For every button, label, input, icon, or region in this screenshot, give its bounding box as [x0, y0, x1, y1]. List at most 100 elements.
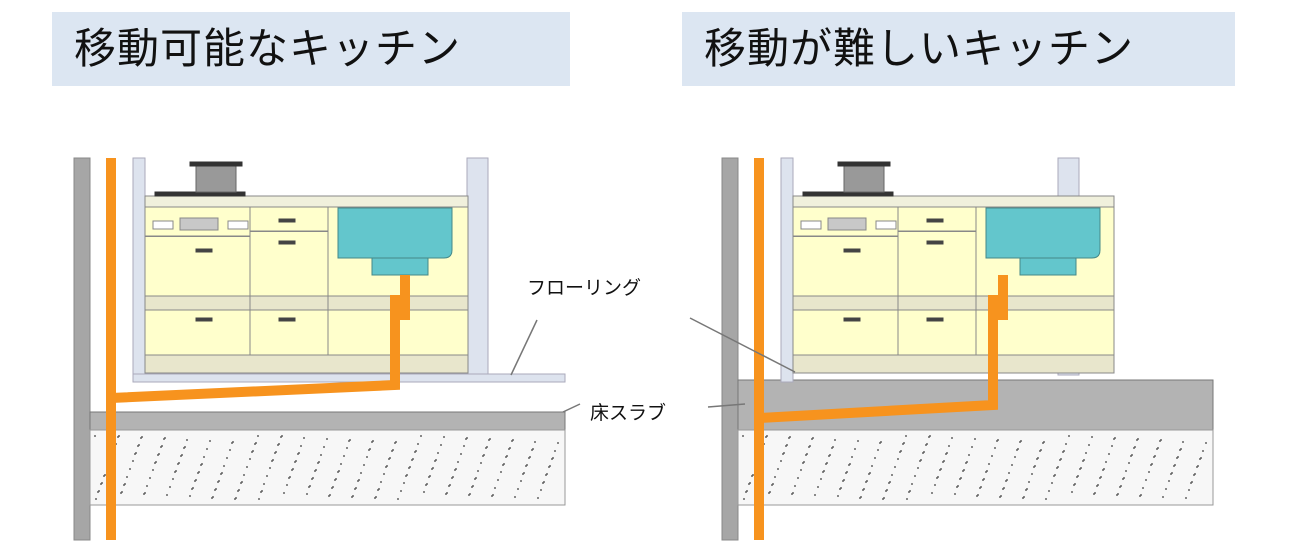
gravel-dot	[860, 496, 862, 498]
gravel-layer	[89, 429, 566, 506]
oven-panel	[179, 217, 219, 231]
gravel-dot	[332, 486, 334, 488]
gravel-dot	[355, 487, 357, 489]
gravel-dot	[494, 487, 496, 489]
gravel-dot	[146, 485, 148, 487]
gravel-dot	[309, 485, 311, 487]
gravel-dot	[994, 447, 996, 449]
gravel-dot	[1117, 493, 1119, 495]
gravel-dot	[303, 437, 305, 439]
drawer-handle	[926, 218, 944, 223]
gravel-dot	[529, 456, 531, 458]
gravel-dot	[221, 472, 223, 474]
gravel-dot	[286, 484, 288, 486]
gravel-dot	[412, 458, 414, 460]
slab-leader-left	[562, 403, 581, 413]
gravel-dot	[820, 478, 822, 480]
gravel-dot	[363, 464, 365, 466]
gravel-dot	[823, 470, 825, 472]
gravel-dot	[903, 442, 905, 444]
gravel-dot	[1114, 437, 1116, 439]
gravel-dot	[1097, 484, 1099, 486]
gravel-dot	[866, 480, 868, 482]
gravel-dot	[406, 474, 408, 476]
gravel-dot	[192, 487, 194, 489]
gravel-dot	[991, 455, 993, 457]
gravel-dot	[891, 474, 893, 476]
gravel-dot	[554, 450, 556, 452]
gravel-dot	[886, 489, 888, 491]
gravel-dot	[323, 446, 325, 448]
gravel-dot	[1017, 448, 1019, 450]
plinth	[792, 354, 1115, 374]
gravel-dot	[446, 492, 448, 494]
gravel-dot	[320, 454, 322, 456]
gravel-dot	[889, 481, 891, 483]
slab-label: 床スラブ	[590, 402, 667, 424]
gravel-dot	[489, 438, 491, 440]
stove-top	[154, 191, 246, 197]
gravel-dot	[917, 467, 919, 469]
stove-top	[802, 191, 894, 197]
gravel-dot	[988, 463, 990, 465]
gravel-dot	[1023, 496, 1025, 498]
gravel-dot	[423, 491, 425, 493]
gravel-dot	[937, 476, 939, 478]
gravel-dot	[897, 458, 899, 460]
gravel-dot	[1140, 494, 1142, 496]
gravel-dot	[455, 468, 457, 470]
gravel-dot	[1194, 473, 1196, 475]
gravel-dot	[1145, 479, 1147, 481]
gravel-dot	[149, 477, 151, 479]
gravel-dot	[249, 458, 251, 460]
gravel-dot	[926, 443, 928, 445]
gravel-dot	[300, 445, 302, 447]
fixed-kitchen-diagram	[721, 157, 1214, 541]
pot	[843, 165, 885, 193]
flooring-leader-left	[510, 319, 538, 376]
gravel-dot	[943, 460, 945, 462]
gravel-dot	[164, 437, 166, 439]
gravel-dot	[252, 450, 254, 452]
gravel-dot	[477, 470, 479, 472]
gravel-dot	[166, 494, 168, 496]
gravel-dot	[977, 494, 979, 496]
gravel-dot	[500, 471, 502, 473]
gravel-dot	[181, 454, 183, 456]
gravel-dot	[226, 457, 228, 459]
gravel-dot	[138, 444, 140, 446]
gravel-dot	[223, 465, 225, 467]
gravel-dot	[1120, 485, 1122, 487]
gravel-dot	[358, 479, 360, 481]
gravel-dot	[906, 498, 908, 500]
gravel-dot	[380, 481, 382, 483]
gravel-dot	[963, 469, 965, 471]
gravel-dot	[832, 446, 834, 448]
gravel-dot	[383, 473, 385, 475]
gravel-dot	[1134, 446, 1136, 448]
gravel-dot	[161, 445, 163, 447]
gravel-dot	[974, 438, 976, 440]
gravel-dot	[1077, 475, 1079, 477]
gravel-dot	[275, 451, 277, 453]
gravel-dot	[792, 492, 794, 494]
gravel-dot	[129, 468, 131, 470]
gravel-dot	[326, 438, 328, 440]
gravel-dot	[440, 444, 442, 446]
left-post	[780, 157, 794, 383]
gravel-dot	[923, 451, 925, 453]
gravel-dot	[1131, 454, 1133, 456]
gravel-dot	[1031, 473, 1033, 475]
gravel-dot	[292, 468, 294, 470]
gravel-dot	[483, 454, 485, 456]
sink-basin	[337, 207, 453, 260]
gravel-dot	[905, 435, 907, 437]
gravel-dot	[900, 450, 902, 452]
gravel-dot	[1191, 481, 1193, 483]
gravel-dot	[298, 452, 300, 454]
gravel-dot	[806, 453, 808, 455]
gravel-dot	[472, 485, 474, 487]
gravel-dot	[452, 476, 454, 478]
gravel-dot	[360, 472, 362, 474]
gravel-dot	[318, 461, 320, 463]
